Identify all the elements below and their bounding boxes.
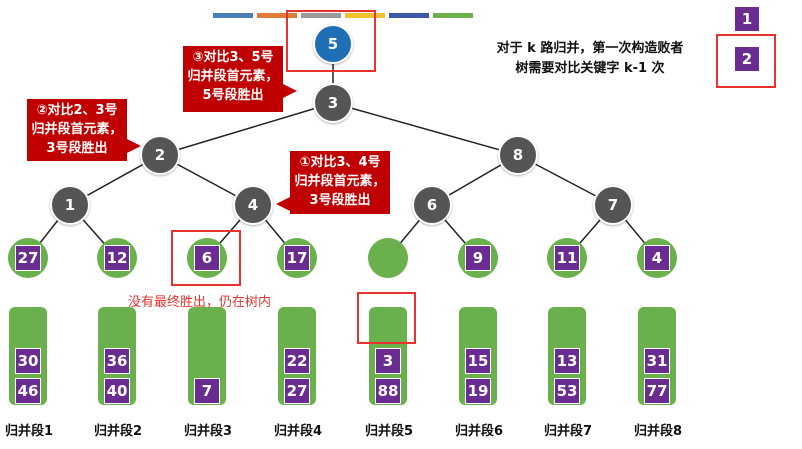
tree-node-4: 4 (233, 185, 273, 225)
segment-2: 36 40 (98, 307, 136, 405)
leaf-1: 27 (8, 238, 48, 278)
segment-6-label: 归并段6 (454, 424, 504, 439)
edge-3-8 (332, 102, 519, 156)
color-bar-seg-3 (301, 13, 341, 18)
callout-step-2-pointer (127, 139, 141, 153)
remark-text: 没有最终胜出，仍在树内 (128, 295, 272, 310)
segment-5-value-2: 88 (375, 378, 401, 404)
segment-1: 30 46 (9, 307, 47, 405)
leaf-1-value: 27 (15, 245, 41, 271)
tree-node-6: 6 (412, 185, 452, 225)
callout-step-3-line-1: ③对比3、5号 (192, 50, 274, 65)
segment-3-label: 归并段3 (183, 424, 233, 439)
segment-5-value-1: 3 (375, 348, 401, 374)
leaf-8: 4 (637, 238, 677, 278)
callout-step-2-line-3: 3号段胜出 (46, 141, 108, 156)
segment-3: 7 (188, 307, 226, 405)
edge-3-2 (159, 102, 334, 156)
callout-step-3-pointer (283, 84, 297, 98)
segment-5: 3 88 (369, 307, 407, 405)
segment-8-value-2: 77 (644, 378, 670, 404)
leaf-6: 9 (458, 238, 498, 278)
tree-node-7: 7 (593, 185, 633, 225)
leaf-2-value: 12 (104, 245, 130, 271)
segment-1-value-1: 30 (15, 348, 41, 374)
leaf-2: 12 (97, 238, 137, 278)
callout-step-2-line-1: ②对比2、3号 (36, 103, 118, 118)
callout-step-3-line-3: 5号段胜出 (202, 88, 264, 103)
callout-step-2: ②对比2、3号 归并段首元素， 3号段胜出 (27, 99, 141, 161)
segment-6-value-1: 15 (465, 348, 491, 374)
segment-7: 13 53 (548, 307, 586, 405)
callout-step-1-line-3: 3号段胜出 (309, 193, 371, 208)
leaf-7: 11 (547, 238, 587, 278)
segment-4-label: 归并段4 (273, 424, 323, 439)
segment-1-label: 归并段1 (4, 424, 54, 439)
segment-4-value-1: 22 (284, 348, 310, 374)
callout-step-1-pointer (276, 197, 290, 211)
callout-step-1-line-1: ①对比3、4号 (299, 155, 381, 170)
segment-7-value-2: 53 (554, 378, 580, 404)
color-bar-seg-4 (345, 13, 385, 18)
note-text: 对于 k 路归并，第一次构造败者 树需要对比关键字 k-1 次 (470, 39, 710, 79)
tree-node-3: 3 (313, 83, 353, 123)
tree-root-node: 5 (313, 24, 353, 64)
counter-current: 2 (734, 46, 760, 72)
highlight-counter (716, 34, 776, 88)
callout-step-2-line-2: 归并段首元素， (31, 122, 123, 137)
segment-2-value-2: 40 (104, 378, 130, 404)
color-bar-seg-2 (257, 13, 297, 18)
callout-step-1: ①对比3、4号 归并段首元素， 3号段胜出 (276, 151, 390, 214)
callout-step-1-line-2: 归并段首元素， (294, 174, 386, 189)
segment-7-value-1: 13 (554, 348, 580, 374)
leaf-3: 6 (187, 238, 227, 278)
segment-7-label: 归并段7 (543, 424, 593, 439)
segment-1-value-2: 46 (15, 378, 41, 404)
segment-8-label: 归并段8 (633, 424, 683, 439)
highlight-leaf-3 (171, 230, 241, 286)
leaf-4-value: 17 (284, 245, 310, 271)
segment-6-value-2: 19 (465, 378, 491, 404)
highlight-segment-5-top (357, 292, 416, 344)
leaf-4: 17 (277, 238, 317, 278)
color-bar-seg-6 (433, 13, 473, 18)
leaf-3-value: 6 (194, 245, 220, 271)
segment-3-value-1: 7 (194, 378, 220, 404)
callout-step-3: ③对比3、5号 归并段首元素， 5号段胜出 (183, 46, 297, 112)
tree-node-2: 2 (140, 135, 180, 175)
color-bar-seg-5 (389, 13, 429, 18)
segment-5-label: 归并段5 (364, 424, 414, 439)
segment-6: 15 19 (459, 307, 497, 405)
segment-4-value-2: 27 (284, 378, 310, 404)
callout-step-3-line-2: 归并段首元素， (187, 69, 279, 84)
segment-4: 22 27 (278, 307, 316, 405)
segment-2-value-1: 36 (104, 348, 130, 374)
segment-8-value-1: 31 (644, 348, 670, 374)
note-line-1: 对于 k 路归并，第一次构造败者 (496, 41, 684, 56)
color-bar-seg-1 (213, 13, 253, 18)
segment-8: 31 77 (638, 307, 676, 405)
leaf-7-value: 11 (554, 245, 580, 271)
tree-node-8: 8 (498, 135, 538, 175)
counter-prev: 1 (734, 6, 760, 32)
leaf-6-value: 9 (465, 245, 491, 271)
tree-node-1: 1 (50, 185, 90, 225)
note-line-2: 树需要对比关键字 k-1 次 (515, 61, 665, 76)
segment-2-label: 归并段2 (93, 424, 143, 439)
highlight-root (286, 10, 376, 72)
leaf-8-value: 4 (644, 245, 670, 271)
leaf-5-empty (368, 238, 408, 278)
